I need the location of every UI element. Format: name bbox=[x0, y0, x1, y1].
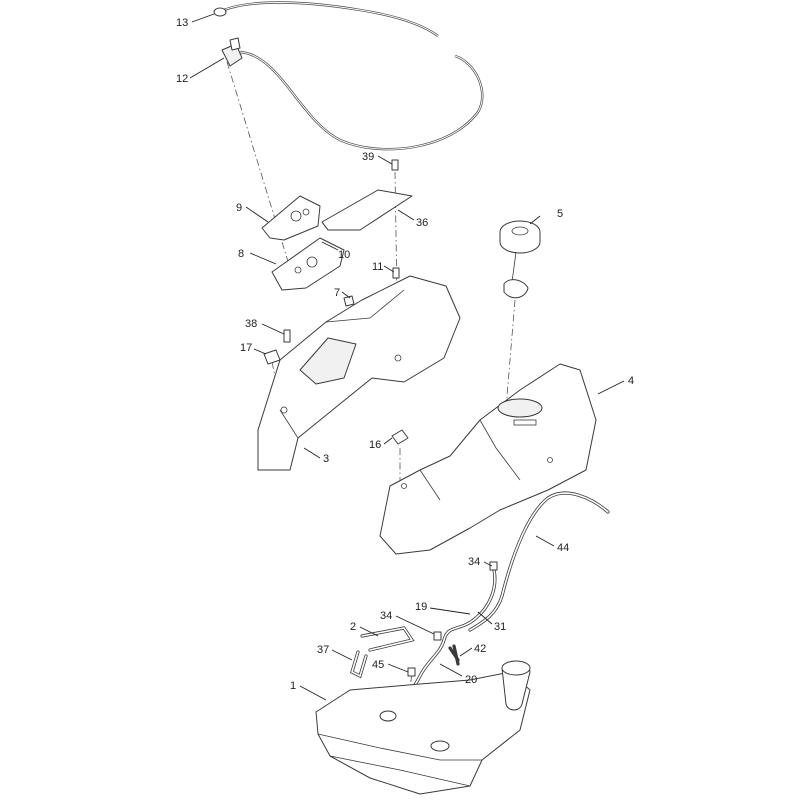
clip-42 bbox=[452, 644, 460, 666]
callout-39: 39 bbox=[362, 151, 374, 163]
callout-31: 31 bbox=[494, 621, 506, 633]
callout-19: 19 bbox=[415, 601, 427, 613]
callout-34-lower: 34 bbox=[380, 610, 392, 622]
callout-2: 2 bbox=[350, 621, 356, 633]
rear-fender bbox=[257, 275, 461, 471]
fuel-hose-44 bbox=[468, 491, 610, 632]
screw-39 bbox=[391, 159, 399, 171]
callout-44: 44 bbox=[557, 542, 569, 554]
leader-lines bbox=[189, 13, 625, 701]
callout-10: 10 bbox=[338, 249, 350, 261]
callout-7: 7 bbox=[334, 287, 340, 299]
clip-7 bbox=[343, 295, 355, 307]
callout-45: 45 bbox=[372, 659, 384, 671]
callout-37: 37 bbox=[317, 644, 329, 656]
bracket-plate-lower bbox=[271, 237, 345, 291]
bracket-rod bbox=[360, 626, 415, 652]
fuel-cap bbox=[499, 220, 541, 299]
fuel-tank bbox=[315, 660, 531, 795]
callout-36: 36 bbox=[416, 217, 428, 229]
callout-12: 12 bbox=[176, 73, 188, 85]
clamp-45 bbox=[407, 667, 416, 677]
cover-plate bbox=[321, 189, 413, 231]
tank-shroud bbox=[379, 363, 597, 555]
callout-labels: 13 12 39 9 36 5 8 10 11 7 38 17 4 3 16 4… bbox=[176, 17, 634, 692]
callout-16: 16 bbox=[369, 439, 381, 451]
callout-38: 38 bbox=[245, 318, 257, 330]
callout-11: 11 bbox=[372, 261, 383, 273]
strap-37 bbox=[350, 650, 368, 679]
callout-20: 20 bbox=[465, 674, 477, 686]
cap-17 bbox=[263, 349, 281, 365]
callout-13: 13 bbox=[176, 17, 188, 29]
bolt-38 bbox=[283, 329, 291, 343]
cap-16 bbox=[391, 429, 409, 445]
callout-1: 1 bbox=[290, 680, 296, 692]
throttle-cable bbox=[213, 1, 484, 151]
callout-9: 9 bbox=[236, 202, 242, 214]
callout-5: 5 bbox=[557, 208, 563, 220]
bolt-11 bbox=[392, 267, 400, 279]
callout-17: 17 bbox=[240, 342, 252, 354]
callout-8: 8 bbox=[238, 248, 244, 260]
callout-4: 4 bbox=[628, 375, 634, 387]
bracket-plate-upper bbox=[261, 195, 321, 241]
callout-34-upper: 34 bbox=[468, 556, 480, 568]
cable-knob bbox=[221, 37, 243, 67]
callout-3: 3 bbox=[323, 453, 329, 465]
callout-42: 42 bbox=[474, 643, 486, 655]
